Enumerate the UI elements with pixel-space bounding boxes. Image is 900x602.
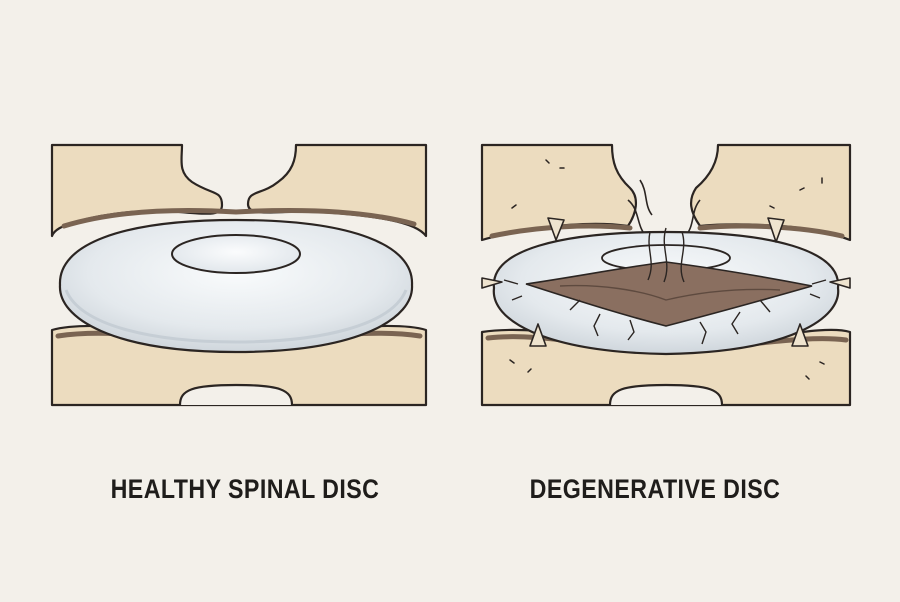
degenerative-disc-panel (480, 143, 852, 407)
bone-spur (767, 217, 785, 243)
healthy-disc-caption: HEALTHY SPINAL DISC (110, 474, 380, 504)
degenerative-disc-caption: DEGENERATIVE DISC (529, 474, 781, 504)
bone-spur (529, 323, 547, 347)
healthy-nucleus (171, 234, 301, 274)
bone-spur (481, 277, 503, 289)
bone-spur (547, 217, 565, 241)
degenerative-disc (492, 227, 840, 356)
disc-fissure (525, 261, 813, 327)
bone-spur (829, 277, 851, 289)
bone-spurs (481, 217, 851, 347)
healthy-disc-panel (50, 143, 428, 407)
bone-spur (791, 323, 809, 347)
degenerative-upper-vertebra (480, 143, 852, 242)
healthy-upper-vertebra (50, 143, 428, 238)
healthy-disc (58, 218, 414, 354)
